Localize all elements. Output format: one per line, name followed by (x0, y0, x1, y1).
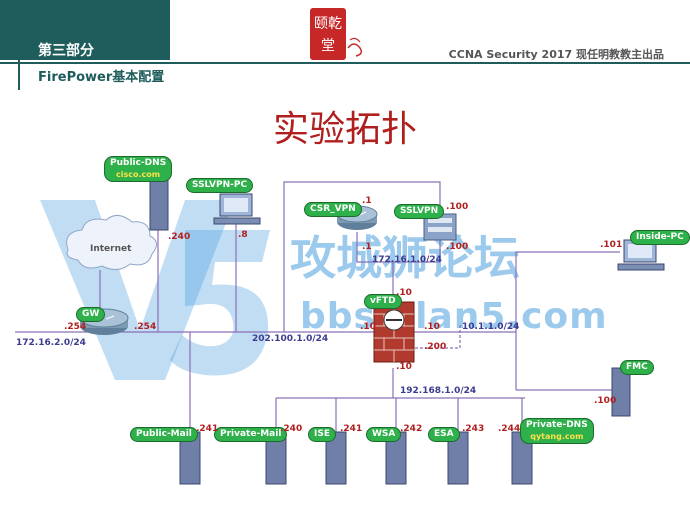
internet-cloud-icon (66, 215, 157, 270)
addr-csr-bottom: .1 (362, 242, 372, 252)
sslvpn-label: SSLVPN (394, 204, 445, 219)
ise-label: ISE (308, 427, 336, 442)
addr-vftd-top: .10 (396, 288, 412, 298)
vftd-firewall-icon (373, 301, 415, 363)
svg-text:堂: 堂 (321, 38, 335, 54)
section-part: 第三部分 (38, 43, 94, 59)
addr-ise: .241 (340, 424, 363, 434)
addr-gw-right: .254 (134, 322, 157, 332)
net-10-1-1: 10.1.1.0/24 (462, 322, 520, 332)
fmc-server-icon (611, 367, 631, 417)
net-172-16-1: 172.16.1.0/24 (372, 255, 442, 265)
link-inside-pc (515, 251, 620, 390)
csr-vpn-label: CSR_VPN (304, 202, 362, 217)
addr-sslvpn-top: .100 (446, 202, 469, 212)
header-vbar (18, 60, 20, 90)
inside-pc-icon (617, 239, 665, 271)
internet-label: Internet (90, 244, 132, 254)
addr-public-dns: .240 (168, 232, 191, 242)
sslvpn-pc-icon (213, 193, 261, 225)
section-subtitle: FirePower基本配置 (38, 70, 165, 85)
ise-server-icon (325, 431, 347, 485)
svg-text:颐乾: 颐乾 (314, 16, 342, 32)
esa-label: ESA (428, 427, 460, 442)
header-rule (0, 62, 690, 64)
net-172-16-2: 172.16.2.0/24 (16, 338, 86, 348)
addr-private-mail: .240 (280, 424, 303, 434)
watermark-text-cn: 攻城狮论坛 (290, 231, 520, 285)
addr-private-dns: .244 (498, 424, 521, 434)
public-mail-label: Public-Mail (130, 427, 198, 442)
servers (149, 179, 631, 485)
page-title: 实验拓扑 (272, 109, 417, 150)
addr-public-mail: .241 (196, 424, 219, 434)
watermark-text-url: bbs.vlan5.com (300, 296, 608, 337)
vftd-label: vFTD (364, 294, 402, 309)
private-mail-label: Private-Mail (214, 427, 288, 442)
addr-gw-left: .254 (64, 322, 87, 332)
addr-vftd-200: .200 (424, 342, 447, 352)
inside-pc-label: Inside-PC (630, 230, 690, 245)
gw-label: GW (76, 307, 106, 322)
fmc-label: FMC (620, 360, 654, 375)
addr-vftd-right: .10 (424, 322, 440, 332)
course-credit: CCNA Security 2017 现任明教教主出品 (448, 48, 664, 61)
wsa-label: WSA (366, 427, 402, 442)
addr-fmc: .100 (594, 396, 617, 406)
net-192-168-1: 192.168.1.0/24 (400, 386, 477, 396)
addr-sslvpn-pc: .8 (238, 230, 248, 240)
seal-logo-icon: 颐乾 堂 (310, 8, 363, 60)
header-block (0, 0, 170, 60)
addr-wsa: .242 (400, 424, 423, 434)
addr-inside-pc: .101 (600, 240, 623, 250)
addr-sslvpn-bottom: .100 (446, 242, 469, 252)
sslvpn-pc-label: SSLVPN-PC (186, 178, 254, 193)
link-200-dashed (410, 325, 461, 349)
public-dns-server-icon (149, 179, 169, 231)
addr-vftd-bottom: .10 (396, 362, 412, 372)
link-upper-loop (283, 181, 441, 332)
addr-esa: .243 (462, 424, 485, 434)
net-202-100-1: 202.100.1.0/24 (252, 334, 329, 344)
addr-vftd-left: .10 (360, 322, 376, 332)
addr-csr-top: .1 (362, 196, 372, 206)
